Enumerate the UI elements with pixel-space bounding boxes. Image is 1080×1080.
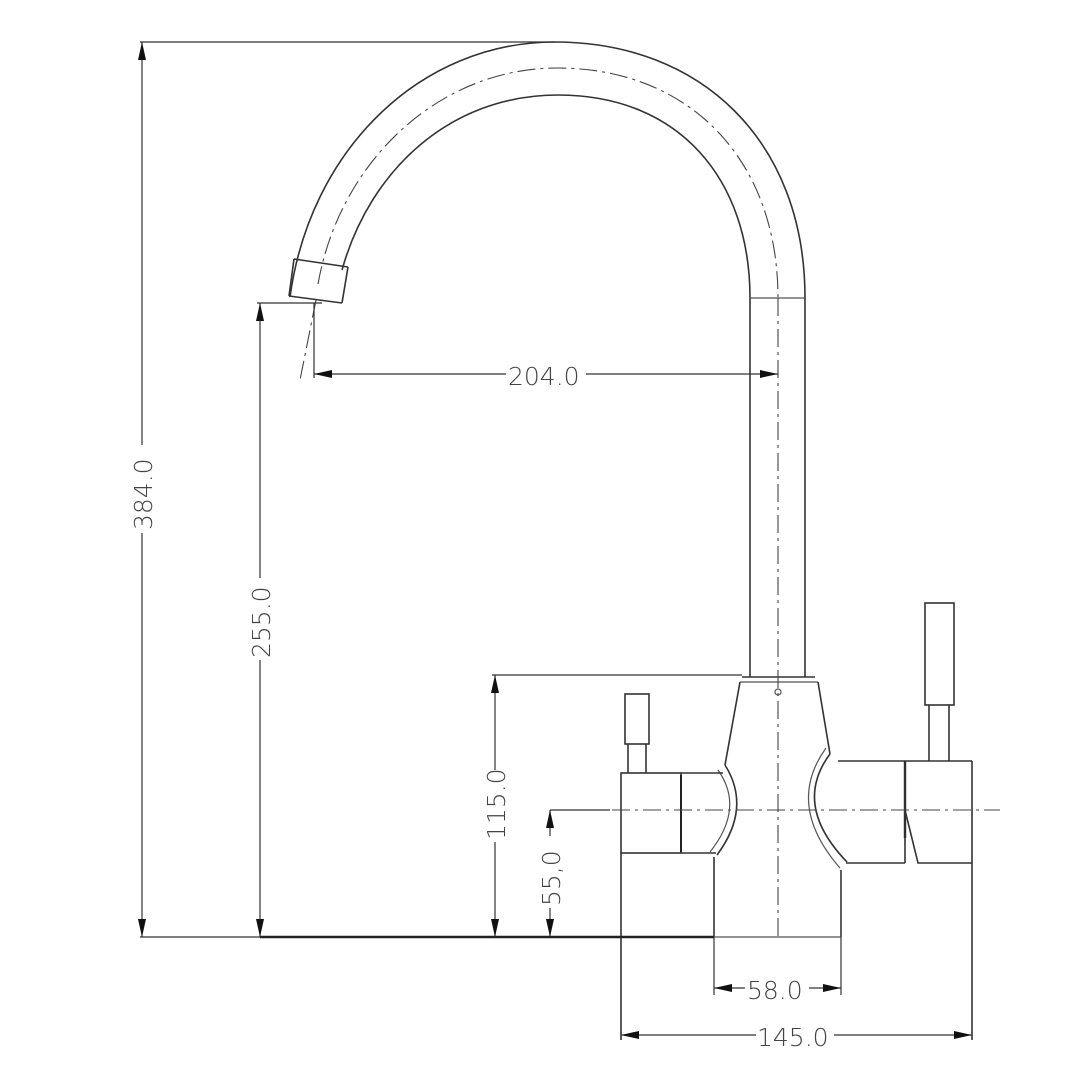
dimension-overall-width: 145.0	[621, 1021, 972, 1052]
left-handle	[620, 693, 723, 1040]
label-255: 255.0	[247, 586, 276, 658]
right-handle	[838, 602, 973, 1040]
dimension-base-width: 58.0	[713, 937, 842, 1005]
label-55: 55,0	[537, 850, 566, 906]
label-115: 115.0	[482, 768, 511, 840]
dimension-body-height: 115.0	[481, 674, 742, 937]
label-145: 145.0	[757, 1023, 829, 1052]
spout	[288, 41, 806, 677]
faucet-body	[709, 676, 848, 937]
dimension-outlet-height: 255.0	[246, 302, 322, 937]
label-204: 204.0	[508, 362, 580, 391]
label-58: 58.0	[747, 976, 803, 1005]
label-384: 384.0	[129, 458, 158, 530]
dimension-total-height: 384.0	[128, 41, 555, 937]
dimension-lever-axis-height: 55,0	[536, 809, 610, 937]
dimension-spout-reach: 204.0	[313, 303, 778, 391]
